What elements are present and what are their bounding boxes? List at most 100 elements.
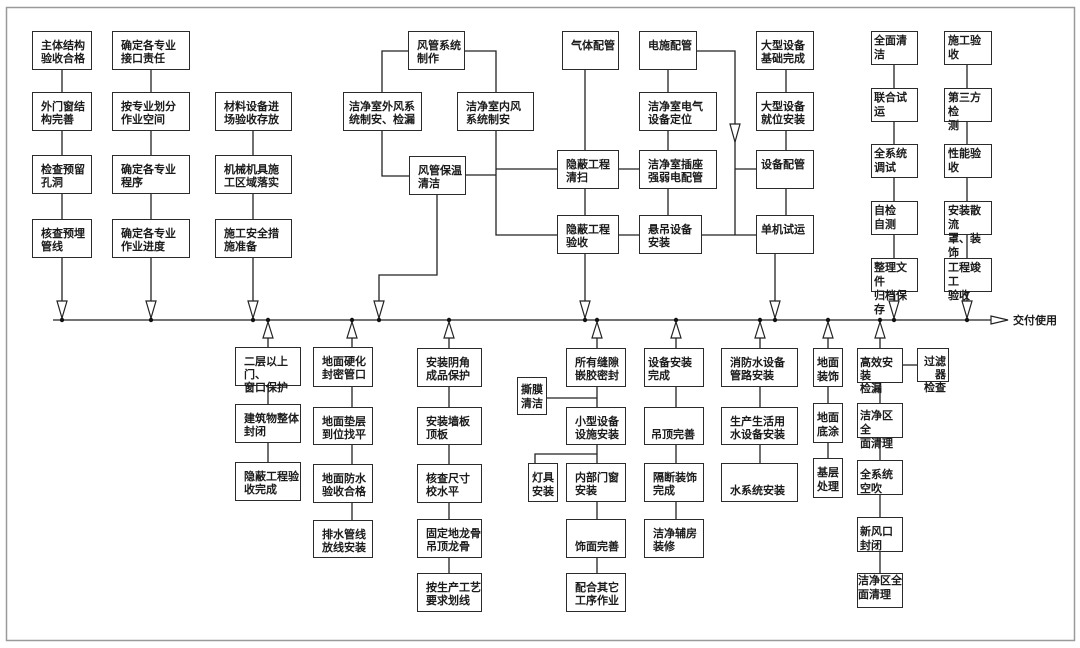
junction-dot — [59, 317, 65, 323]
step-keel-fixing: 固定地龙骨 吊顶龙骨 — [417, 519, 482, 558]
up-arrow-icon — [262, 319, 274, 339]
step-process-water: 生产生活用 水设备安装 — [721, 407, 798, 445]
step-system-debugging: 全系统 调试 — [871, 144, 918, 178]
step-diffuser-decoration: 安装散流 罩、装饰 — [944, 201, 992, 259]
connector-line — [378, 195, 438, 318]
step-socket-wiring: 洁净室插座 强弱电配管 — [639, 150, 717, 189]
step-interior-doors: 内部门窗 安装 — [566, 463, 626, 502]
step-fresh-air-sealing: 新风口 封闭 — [857, 517, 903, 552]
junction-dot — [349, 317, 355, 323]
step-electrical-positioning: 洁净室电气 设备定位 — [639, 92, 717, 131]
step-equipment-foundation: 大型设备 基础完成 — [756, 31, 814, 70]
down-arrow-icon — [145, 300, 157, 321]
step-outdoor-air-system: 洁净室外风系 统制安、检漏 — [343, 92, 422, 131]
junction-dot — [825, 317, 831, 323]
step-building-enclosure: 建筑物整体 封闭 — [235, 404, 301, 443]
junction-dot — [673, 317, 679, 323]
connector-line — [381, 50, 408, 92]
step-floor-primer: 地面 底涂 — [813, 403, 843, 443]
step-concealed-acceptance: 隐蔽工程 验收 — [557, 215, 619, 254]
step-floor-hardening: 地面硬化 封密管口 — [313, 347, 373, 387]
down-arrow-icon — [579, 300, 591, 321]
down-arrow-icon — [888, 300, 900, 321]
step-equipment-installed: 设备安装 完成 — [644, 348, 704, 387]
step-filter-check: 过滤器 检查 — [917, 348, 949, 394]
step-corner-protection: 安装阴角 成品保护 — [417, 348, 482, 387]
connector-line — [697, 50, 736, 235]
step-water-system: 水系统安装 — [721, 463, 798, 502]
step-safety-measures: 施工安全措 施准备 — [215, 219, 292, 258]
step-small-equipment: 小型设备 设施安装 — [566, 407, 626, 445]
down-arrow-icon — [961, 300, 973, 321]
step-fire-water: 消防水设备 管路安装 — [721, 348, 798, 387]
step-discipline-schedule: 确定各专业 作业进度 — [112, 219, 190, 258]
up-arrow-icon — [670, 319, 682, 339]
step-exterior-windows: 外门窗结 构完善 — [32, 92, 92, 131]
down-arrow-icon — [729, 123, 741, 145]
step-floor-leveling: 地面垫层 到位找平 — [313, 407, 373, 445]
step-dimension-check: 核查尺寸 校水平 — [417, 464, 482, 503]
step-indoor-air-system: 洁净室内风 系统制安 — [457, 92, 534, 131]
junction-dot — [265, 317, 271, 323]
up-arrow-icon — [822, 319, 834, 339]
step-machinery-area: 机械机具施 工区域落实 — [215, 155, 292, 194]
connector-line — [534, 453, 597, 463]
up-arrow-icon — [443, 319, 455, 339]
connector-line — [495, 131, 557, 236]
up-arrow-icon — [346, 319, 358, 339]
step-construction-acceptance: 施工验收 — [944, 31, 992, 65]
step-gap-sealing: 所有缝隙 嵌胶密封 — [566, 348, 626, 387]
down-arrow-icon — [769, 300, 781, 321]
step-hepa-leak-test: 高效安装 检漏 — [857, 348, 903, 395]
junction-dot — [964, 317, 970, 323]
step-floor-decoration: 地面 装饰 — [813, 348, 843, 387]
junction-dot — [376, 317, 382, 323]
step-completion-acceptance: 工程竣工 验收 — [944, 258, 992, 302]
connector-line — [381, 131, 409, 177]
step-partition-decoration: 隔断装饰 完成 — [644, 463, 704, 502]
step-material-inspection: 材料设备进 场验收存放 — [215, 92, 292, 131]
step-hanging-equipment: 悬吊设备 安装 — [639, 215, 702, 254]
step-clean-area-final-cleanup: 洁净区全 面清理 — [857, 573, 903, 608]
step-interface-responsibility: 确定各专业 接口责任 — [112, 31, 190, 70]
step-film-cleaning: 撕膜 清洁 — [517, 377, 547, 415]
step-third-party-testing: 第三方检 测 — [944, 88, 992, 132]
step-duct-insulation: 风管保温 清洁 — [409, 156, 466, 195]
step-work-space-division: 按专业划分 作业空间 — [112, 92, 190, 131]
step-base-treatment: 基层 处理 — [813, 458, 843, 498]
connector-line — [465, 50, 497, 92]
end-arrow-icon — [990, 315, 1009, 325]
step-self-check: 自检 自测 — [871, 201, 918, 235]
step-window-protection: 二层以上门、 窗口保护 — [235, 347, 301, 394]
step-concealed-cleaning: 隐蔽工程 清扫 — [557, 150, 619, 189]
step-floor-waterproofing: 地面防水 验收合格 — [313, 464, 373, 503]
step-structure-acceptance: 主体结构 验收合格 — [32, 31, 92, 70]
step-wall-ceiling-panels: 安装墙板 顶板 — [417, 407, 482, 445]
up-arrow-icon — [754, 319, 766, 339]
down-arrow-icon — [373, 300, 385, 321]
junction-dot — [148, 317, 154, 323]
step-discipline-procedure: 确定各专业 程序 — [112, 155, 190, 194]
junction-dot — [594, 317, 600, 323]
junction-dot — [250, 317, 256, 323]
step-equipment-piping: 设备配管 — [756, 150, 814, 189]
down-arrow-icon — [56, 300, 68, 321]
step-drainage-piping: 排水管线 放线安装 — [313, 520, 373, 558]
up-arrow-icon — [591, 319, 603, 339]
junction-dot — [772, 317, 778, 323]
junction-dot — [891, 317, 897, 323]
junction-dot — [582, 317, 588, 323]
step-gas-piping: 气体配管 — [562, 31, 619, 70]
step-electrical-conduit: 电施配管 — [639, 31, 697, 70]
step-finish-surface: 饰面完善 — [566, 519, 626, 558]
junction-dot — [446, 317, 452, 323]
step-check-reserved-holes: 检查预留 孔洞 — [32, 155, 92, 194]
step-concealed-complete: 隐蔽工程验 收完成 — [235, 462, 301, 501]
step-document-archiving: 整理文件 归档保存 — [871, 258, 918, 316]
step-clean-area-cleanup: 洁净区全 面清理 — [857, 403, 903, 450]
junction-dot — [877, 317, 883, 323]
step-coordinate-other-work: 配合其它 工序作业 — [566, 573, 626, 612]
step-ceiling-complete: 吊顶完善 — [644, 407, 704, 445]
junction-dot — [757, 317, 763, 323]
